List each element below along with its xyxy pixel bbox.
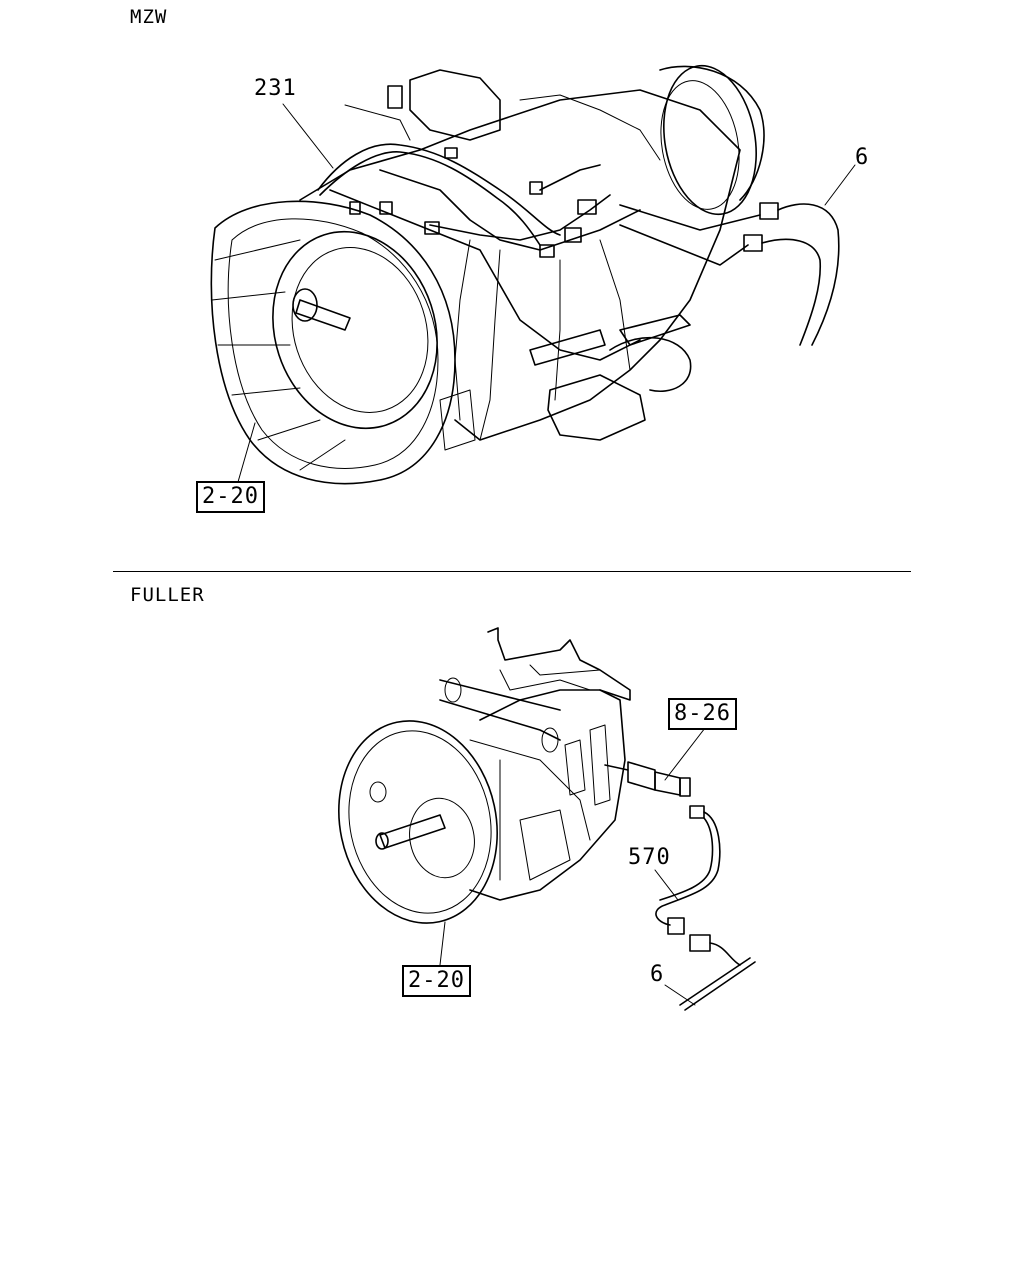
mzw-section-title: MZW [130, 6, 168, 28]
fuller-transmission-illustration [338, 627, 756, 1011]
ref-box-2-20-mzw: 2-20 [196, 481, 265, 513]
ref-box-2-20-fuller: 2-20 [402, 965, 471, 997]
section-divider [113, 571, 911, 572]
callout-6-mzw: 6 [855, 145, 870, 170]
mzw-transmission-illustration [210, 64, 856, 485]
ref-box-8-26: 8-26 [668, 698, 737, 730]
callout-570: 570 [628, 845, 671, 870]
fuller-section-title: FULLER [130, 584, 205, 606]
callout-6-fuller: 6 [650, 962, 665, 987]
callout-231: 231 [254, 76, 297, 101]
